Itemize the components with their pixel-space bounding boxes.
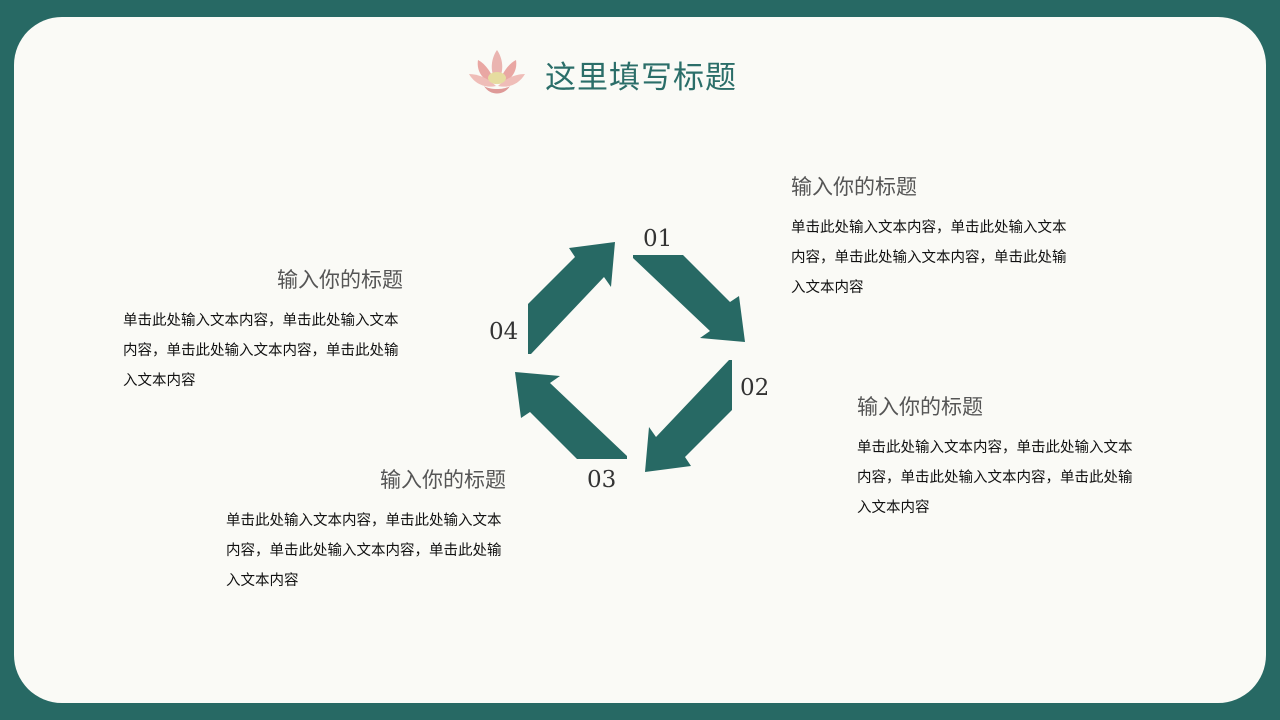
step-number-02: 02 <box>740 375 770 401</box>
step-03-text: 单击此处输入文本内容，单击此处输入文本内容，单击此处输入文本内容，单击此处输入文… <box>226 513 502 589</box>
step-03-block: 输入你的标题 单击此处输入文本内容，单击此处输入文本内容，单击此处输入文本内容，… <box>226 464 506 596</box>
step-03-title: 输入你的标题 <box>380 468 506 492</box>
step-01-block: 输入你的标题 单击此处输入文本内容，单击此处输入文本内容，单击此处输入文本内容，… <box>791 171 1071 303</box>
step-04-block: 输入你的标题 单击此处输入文本内容，单击此处输入文本内容，单击此处输入文本内容，… <box>123 264 403 396</box>
step-number-04: 04 <box>489 319 519 345</box>
step-number-01: 01 <box>643 226 673 252</box>
arrow-01-to-02 <box>633 255 745 342</box>
step-number-03: 03 <box>587 467 617 493</box>
step-02-block: 输入你的标题 单击此处输入文本内容，单击此处输入文本内容，单击此处输入文本内容，… <box>857 391 1137 523</box>
step-02-title: 输入你的标题 <box>857 395 983 419</box>
arrow-04-to-01 <box>528 242 615 354</box>
step-04-text: 单击此处输入文本内容，单击此处输入文本内容，单击此处输入文本内容，单击此处输入文… <box>123 313 399 389</box>
arrow-03-to-04 <box>515 372 627 459</box>
slide-card <box>14 17 1266 703</box>
step-04-title: 输入你的标题 <box>277 268 403 292</box>
step-01-title: 输入你的标题 <box>791 175 917 199</box>
step-02-text: 单击此处输入文本内容，单击此处输入文本内容，单击此处输入文本内容，单击此处输入文… <box>857 440 1133 516</box>
page-title: 这里填写标题 <box>545 60 737 96</box>
step-01-text: 单击此处输入文本内容，单击此处输入文本内容，单击此处输入文本内容，单击此处输入文… <box>791 220 1067 296</box>
arrow-02-to-03 <box>645 360 732 472</box>
lotus-icon <box>469 50 525 94</box>
